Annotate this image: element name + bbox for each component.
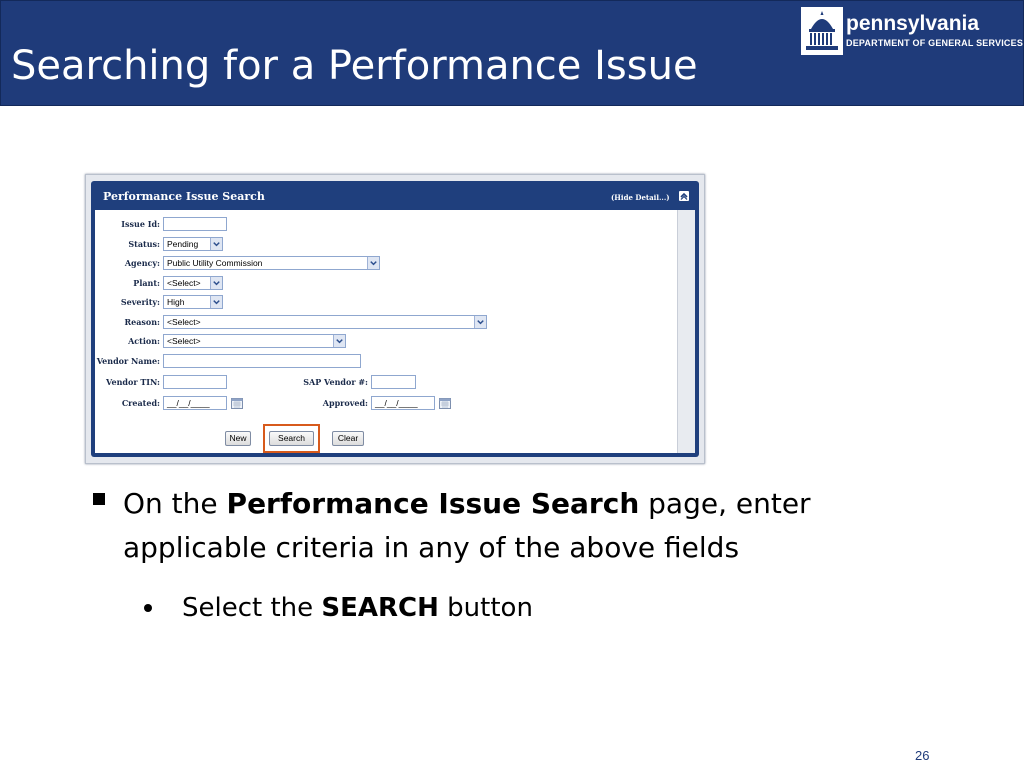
- slide-title: Searching for a Performance Issue: [11, 43, 698, 89]
- severity-select[interactable]: High: [163, 295, 223, 309]
- clear-button[interactable]: Clear: [332, 431, 364, 446]
- hide-detail-link[interactable]: (Hide Detail...): [611, 193, 670, 202]
- collapse-icon[interactable]: [679, 191, 689, 201]
- severity-value: High: [167, 297, 185, 307]
- action-value: <Select>: [167, 336, 201, 346]
- search-button-highlight: [263, 424, 320, 453]
- pennsylvania-logo: pennsylvania DEPARTMENT OF GENERAL SERVI…: [799, 7, 1024, 55]
- action-label: Action:: [128, 336, 160, 346]
- chevron-down-icon[interactable]: [474, 316, 486, 328]
- plant-label: Plant:: [133, 278, 160, 288]
- bullet-bold: Performance Issue Search: [226, 487, 640, 520]
- approved-label: Approved:: [322, 398, 368, 408]
- vendor-tin-input[interactable]: [163, 375, 227, 389]
- search-screenshot: Performance Issue Search (Hide Detail...…: [85, 174, 705, 464]
- issue-id-label: Issue Id:: [121, 219, 160, 229]
- round-bullet-icon: [144, 604, 152, 612]
- sub-bullet-suffix: button: [438, 593, 533, 623]
- action-select[interactable]: <Select>: [163, 334, 346, 348]
- approved-value: __/__/____: [375, 398, 418, 408]
- vendor-tin-label: Vendor TIN:: [106, 377, 160, 387]
- panel-title: Performance Issue Search: [103, 190, 265, 203]
- plant-select[interactable]: <Select>: [163, 276, 223, 290]
- logo-department: DEPARTMENT OF GENERAL SERVICES: [846, 38, 1024, 48]
- logo-name: pennsylvania: [846, 12, 980, 35]
- search-button[interactable]: Search: [269, 431, 314, 446]
- panel-header: Performance Issue Search (Hide Detail...…: [91, 181, 699, 206]
- sap-vendor-label: SAP Vendor #:: [303, 377, 368, 387]
- status-select[interactable]: Pending: [163, 237, 223, 251]
- bullet-suffix: page, enter applicable criteria in any o…: [123, 487, 811, 564]
- created-value: __/__/____: [167, 398, 210, 408]
- calendar-icon[interactable]: [439, 397, 451, 409]
- severity-label: Severity:: [120, 297, 160, 307]
- reason-label: Reason:: [124, 317, 160, 327]
- plant-value: <Select>: [167, 278, 201, 288]
- chevron-down-icon[interactable]: [367, 257, 379, 269]
- chevron-down-icon[interactable]: [210, 277, 222, 289]
- calendar-icon[interactable]: [231, 397, 243, 409]
- sub-bullet-bold: SEARCH: [321, 593, 439, 623]
- search-panel: Performance Issue Search (Hide Detail...…: [91, 181, 699, 457]
- agency-label: Agency:: [124, 258, 160, 268]
- bullet-instruction: On the Performance Issue Search page, en…: [123, 482, 843, 570]
- chevron-down-icon[interactable]: [210, 238, 222, 250]
- panel-scrollbar[interactable]: [677, 210, 695, 453]
- chevron-down-icon[interactable]: [333, 335, 345, 347]
- title-bar: Searching for a Performance Issue pennsy…: [0, 0, 1024, 106]
- sub-bullet-prefix: Select the: [182, 593, 322, 623]
- reason-select[interactable]: <Select>: [163, 315, 487, 329]
- new-button[interactable]: New: [225, 431, 251, 446]
- agency-select[interactable]: Public Utility Commission: [163, 256, 380, 270]
- vendor-name-input[interactable]: [163, 354, 361, 368]
- created-label: Created:: [121, 398, 160, 408]
- panel-body: Issue Id: Status: Pending Agency: Public…: [95, 210, 695, 453]
- square-bullet-icon: [93, 493, 105, 505]
- agency-value: Public Utility Commission: [167, 258, 263, 268]
- vendor-name-label: Vendor Name:: [96, 356, 160, 366]
- capitol-dome-icon: [801, 7, 843, 55]
- status-value: Pending: [167, 239, 199, 249]
- page-number: 26: [915, 748, 930, 763]
- sap-vendor-input[interactable]: [371, 375, 416, 389]
- reason-value: <Select>: [167, 317, 201, 327]
- created-date-input[interactable]: __/__/____: [163, 396, 227, 410]
- status-label: Status:: [128, 239, 160, 249]
- approved-date-input[interactable]: __/__/____: [371, 396, 435, 410]
- chevron-down-icon[interactable]: [210, 296, 222, 308]
- sub-bullet-instruction: Select the SEARCH button: [182, 588, 682, 628]
- bullet-prefix: On the: [123, 487, 227, 520]
- issue-id-input[interactable]: [163, 217, 227, 231]
